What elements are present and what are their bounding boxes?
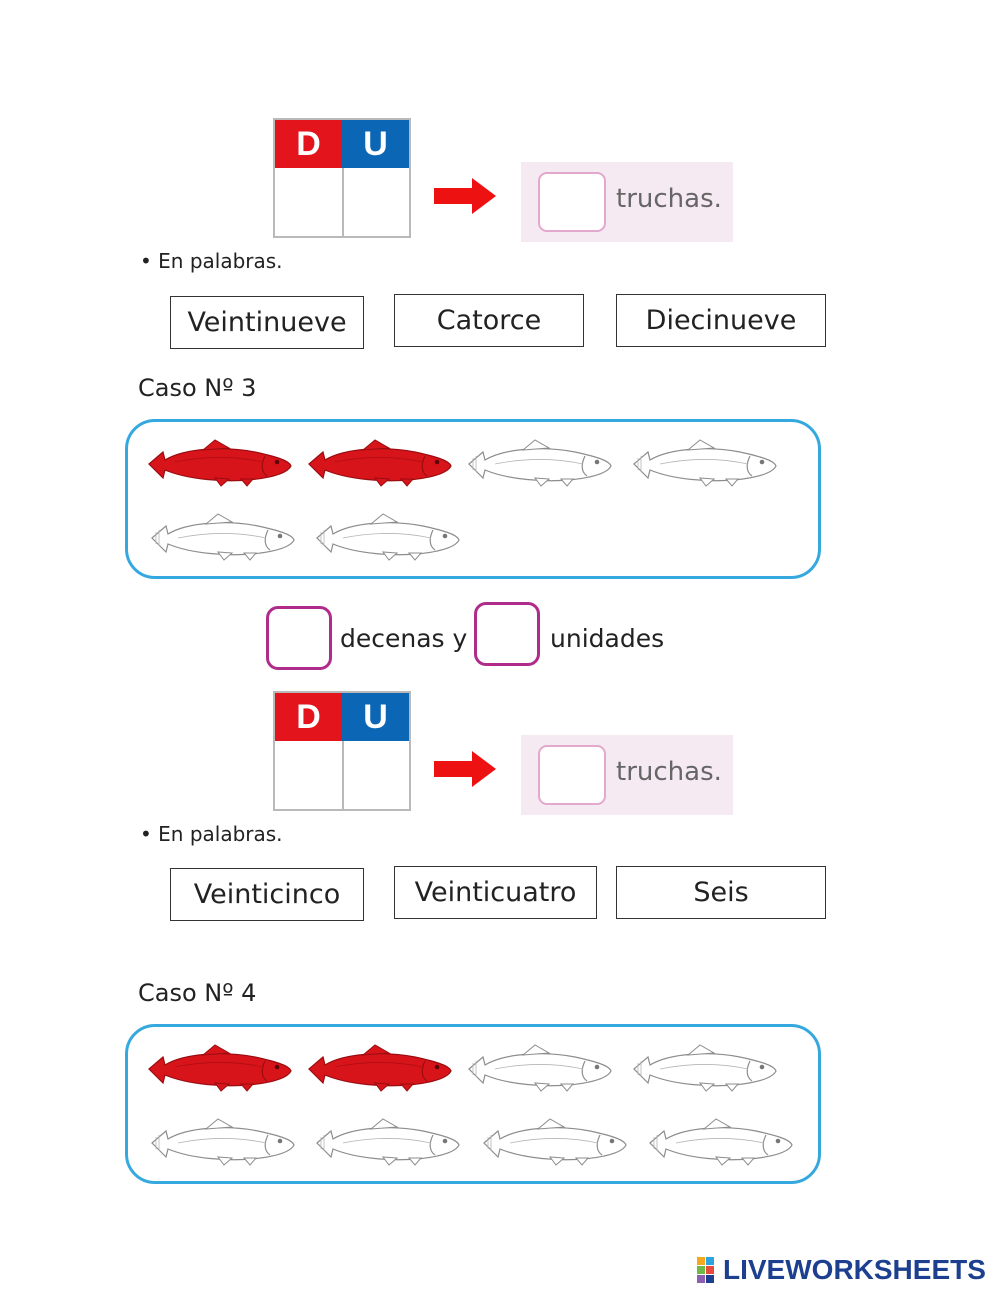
white-fish-icon <box>316 513 460 561</box>
white-fish-icon <box>633 439 777 487</box>
decenas-cell[interactable] <box>275 168 344 236</box>
word-option-seis[interactable]: Seis <box>616 866 826 919</box>
en-palabras-label: • En palabras. <box>140 822 283 846</box>
decenas-header: D <box>275 693 342 741</box>
white-fish-icon <box>633 1044 777 1092</box>
white-fish-icon <box>468 439 612 487</box>
red-fish-icon <box>308 1044 452 1092</box>
unidades-answer-box[interactable] <box>474 602 540 666</box>
unidades-cell[interactable] <box>343 168 410 236</box>
white-fish-icon <box>151 513 295 561</box>
decenas-answer-box[interactable] <box>266 606 332 670</box>
white-fish-icon <box>649 1118 793 1166</box>
liveworksheets-logo-icon <box>697 1257 714 1283</box>
truchas-answer-box: truchas. <box>521 735 733 815</box>
white-fish-icon <box>316 1118 460 1166</box>
du-table-1: D U <box>273 118 411 238</box>
white-fish-icon <box>468 1044 612 1092</box>
word-option-veinticinco[interactable]: Veinticinco <box>170 868 364 921</box>
truchas-answer-box: truchas. <box>521 162 733 242</box>
truchas-number-input[interactable] <box>538 172 606 232</box>
truchas-number-input[interactable] <box>538 745 606 805</box>
right-arrow-icon <box>434 178 496 214</box>
unidades-header: U <box>342 693 409 741</box>
word-option-veintinueve[interactable]: Veintinueve <box>170 296 364 349</box>
unidades-label: unidades <box>550 624 665 653</box>
red-fish-icon <box>308 439 452 487</box>
liveworksheets-logo: LIVEWORKSHEETS <box>697 1254 986 1286</box>
case-3-fish-frame <box>125 419 821 579</box>
decenas-label: decenas y <box>340 624 468 653</box>
case-4-fish-frame <box>125 1024 821 1184</box>
truchas-label: truchas. <box>616 184 722 214</box>
word-option-catorce[interactable]: Catorce <box>394 294 584 347</box>
white-fish-icon <box>151 1118 295 1166</box>
unidades-header: U <box>342 120 409 168</box>
white-fish-icon <box>483 1118 627 1166</box>
decenas-header: D <box>275 120 342 168</box>
case-3-title: Caso Nº 3 <box>138 374 257 402</box>
truchas-label: truchas. <box>616 757 722 787</box>
red-fish-icon <box>148 439 292 487</box>
du-table-2: D U <box>273 691 411 811</box>
right-arrow-icon <box>434 751 496 787</box>
red-fish-icon <box>148 1044 292 1092</box>
decenas-cell[interactable] <box>275 741 344 809</box>
unidades-cell[interactable] <box>343 741 410 809</box>
en-palabras-label: • En palabras. <box>140 249 283 273</box>
logo-text: LIVEWORKSHEETS <box>723 1254 986 1285</box>
word-option-diecinueve[interactable]: Diecinueve <box>616 294 826 347</box>
case-4-title: Caso Nº 4 <box>138 979 257 1007</box>
word-option-veinticuatro[interactable]: Veinticuatro <box>394 866 597 919</box>
